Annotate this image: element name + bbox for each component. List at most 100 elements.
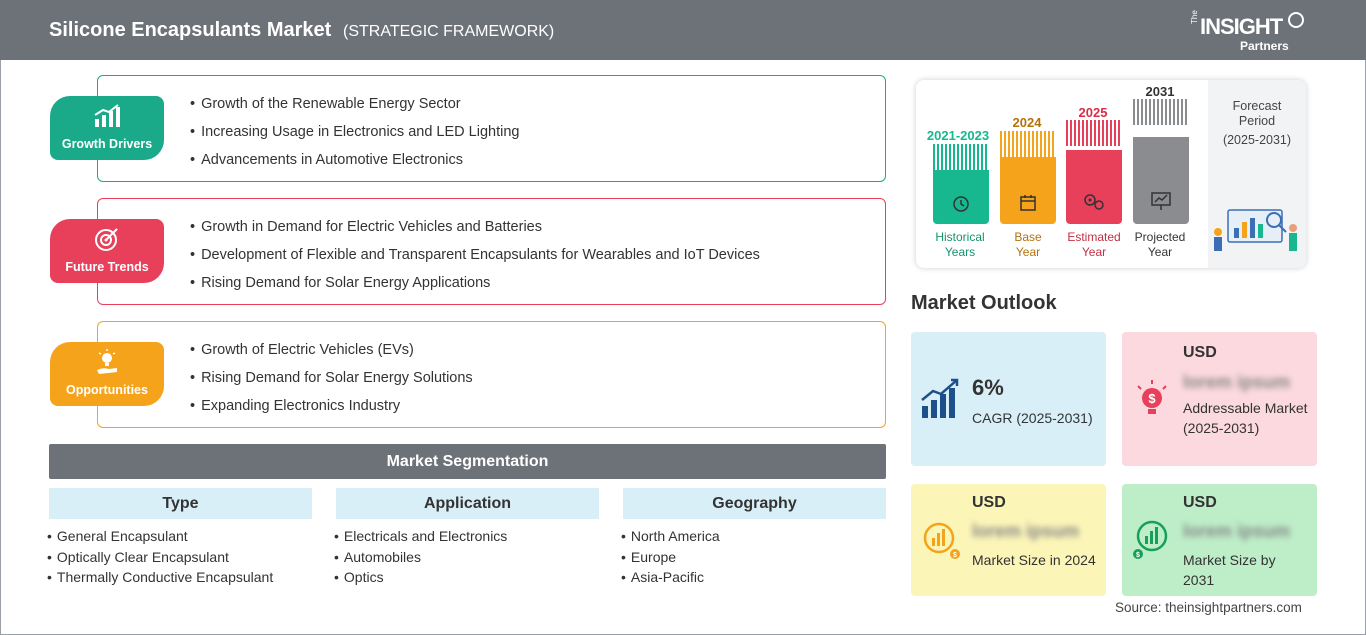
growth-chart-icon [94, 104, 120, 127]
list-item: Advancements in Automotive Electronics [190, 150, 519, 178]
cagr-card: 6% CAGR (2025-2031) [911, 332, 1106, 466]
list-item: Development of Flexible and Transparent … [190, 245, 760, 273]
year-projected: 2031 [1145, 84, 1175, 99]
caption-estimated-line-1: Estimated [1067, 230, 1121, 244]
cagr-label: CAGR (2025-2031) [972, 410, 1093, 426]
cagr-value: 6% [972, 375, 1004, 400]
svg-text:$: $ [953, 552, 957, 559]
bar-hatch [1066, 120, 1122, 146]
presentation-icon [1151, 192, 1171, 210]
list-item: Growth of Electric Vehicles (EVs) [190, 340, 473, 368]
list-item: Asia-Pacific [621, 567, 720, 588]
future-trends-list: Growth in Demand for Electric Vehicles a… [190, 217, 760, 301]
logo-ring-icon [1288, 12, 1304, 28]
year-estimated: 2025 [1078, 105, 1108, 120]
growth-drivers-list: Growth of the Renewable Energy Sector In… [190, 94, 519, 178]
money-bulb-icon: $ [1137, 380, 1167, 414]
opportunities-panel: Growth of Electric Vehicles (EVs) Rising… [97, 321, 886, 428]
page-header: Silicone Encapsulants Market (STRATEGIC … [0, 0, 1366, 60]
opportunities-list: Growth of Electric Vehicles (EVs) Rising… [190, 340, 473, 424]
logo-insight: INSIGHT [1200, 14, 1283, 39]
list-item: Automobiles [334, 547, 507, 568]
analysts-illustration-icon [1214, 209, 1297, 251]
caption-base-line-1: Base [1014, 230, 1042, 244]
forecast-period: (2025-2031) [1222, 133, 1292, 147]
future-trends-label: Future Trends [65, 260, 149, 274]
page-title: Silicone Encapsulants Market [49, 19, 332, 41]
growth-drivers-badge: Growth Drivers [50, 96, 164, 160]
segment-list-application: Electricals and Electronics Automobiles … [334, 526, 507, 588]
segment-heading-type: Type [49, 488, 312, 519]
size2024-usd: USD [972, 494, 1006, 511]
market-size-2024-card: $ USD lorem ipsum Market Size in 2024 [911, 484, 1106, 596]
bar-hatch [1000, 131, 1056, 157]
addressable-label: Addressable Market (2025-2031) [1183, 400, 1308, 436]
source-link[interactable]: Source: theinsightpartners.com [1115, 600, 1302, 615]
segment-list-geography: North America Europe Asia-Pacific [621, 526, 720, 588]
market-size-2031-card: $ USD lorem ipsum Market Size by 2031 [1122, 484, 1317, 596]
svg-text:$: $ [1148, 391, 1156, 406]
addressable-value: lorem ipsum [1183, 372, 1291, 392]
caption-historical-line-2: Years [944, 245, 976, 259]
chart-coin-icon: $ [1133, 520, 1168, 559]
chart-coin-icon: $ [923, 522, 960, 559]
list-item: Thermally Conductive Encapsulant [47, 567, 273, 588]
market-segmentation-header: Market Segmentation [49, 444, 886, 479]
size2031-value: lorem ipsum [1183, 521, 1291, 541]
gears-icon [1084, 194, 1104, 210]
caption-projected-line-2: Year [1147, 245, 1173, 259]
list-item: Electricals and Electronics [334, 526, 507, 547]
list-item: Growth in Demand for Electric Vehicles a… [190, 217, 760, 245]
size2031-usd: USD [1183, 494, 1217, 511]
calendar-icon [1020, 195, 1036, 211]
list-item: Growth of the Renewable Energy Sector [190, 94, 519, 122]
caption-historical-line-1: Historical [935, 230, 985, 244]
size2031-label: Market Size by 2031 [1183, 552, 1276, 588]
bar-solid [1066, 150, 1122, 224]
list-item: Europe [621, 547, 720, 568]
year-historical: 2021-2023 [926, 128, 990, 143]
segment-heading-application: Application [336, 488, 599, 519]
page-subtitle: (STRATEGIC FRAMEWORK) [343, 23, 555, 40]
bar-base [1000, 131, 1056, 224]
future-trends-badge: Future Trends [50, 219, 164, 283]
addressable-usd: USD [1183, 344, 1217, 361]
bar-hatch [1133, 99, 1189, 125]
opportunities-badge: Opportunities [50, 342, 164, 406]
forecast-title-line-2: Period [1238, 114, 1276, 128]
future-trends-panel: Growth in Demand for Electric Vehicles a… [97, 198, 886, 305]
bar-solid [1000, 157, 1056, 224]
svg-text:$: $ [1136, 552, 1140, 559]
segment-heading-geography: Geography [623, 488, 886, 519]
size2024-label: Market Size in 2024 [972, 552, 1096, 568]
list-item: Rising Demand for Solar Energy Applicati… [190, 273, 760, 301]
opportunities-label: Opportunities [66, 383, 148, 397]
forecast-title-line-1: Forecast [1232, 99, 1282, 113]
year-base: 2024 [1012, 115, 1042, 130]
logo-the: The [1190, 10, 1199, 24]
forecast-title: Forecast Period [1208, 99, 1306, 129]
caption-base-line-2: Year [1015, 245, 1041, 259]
growth-drivers-panel: Growth of the Renewable Energy Sector In… [97, 75, 886, 182]
lightbulb-hand-icon [97, 349, 117, 374]
market-outlook-title: Market Outlook [911, 292, 1057, 314]
clock-icon [953, 196, 969, 212]
list-item: Increasing Usage in Electronics and LED … [190, 122, 519, 150]
caption-estimated-line-2: Year [1081, 245, 1107, 259]
segment-list-type: General Encapsulant Optically Clear Enca… [47, 526, 273, 588]
caption-projected-line-1: Projected [1134, 230, 1186, 244]
growth-drivers-label: Growth Drivers [61, 137, 153, 151]
bar-hatch [933, 144, 989, 170]
list-item: North America [621, 526, 720, 547]
target-icon [95, 228, 118, 251]
logo-partners: Partners [1240, 39, 1289, 53]
list-item: Optics [334, 567, 507, 588]
addressable-market-card: $ USD lorem ipsum Addressable Market (20… [1122, 332, 1317, 466]
bar-historical [933, 144, 989, 224]
list-item: General Encapsulant [47, 526, 273, 547]
insight-partners-logo[interactable]: The INSIGHT Partners [1190, 10, 1310, 54]
